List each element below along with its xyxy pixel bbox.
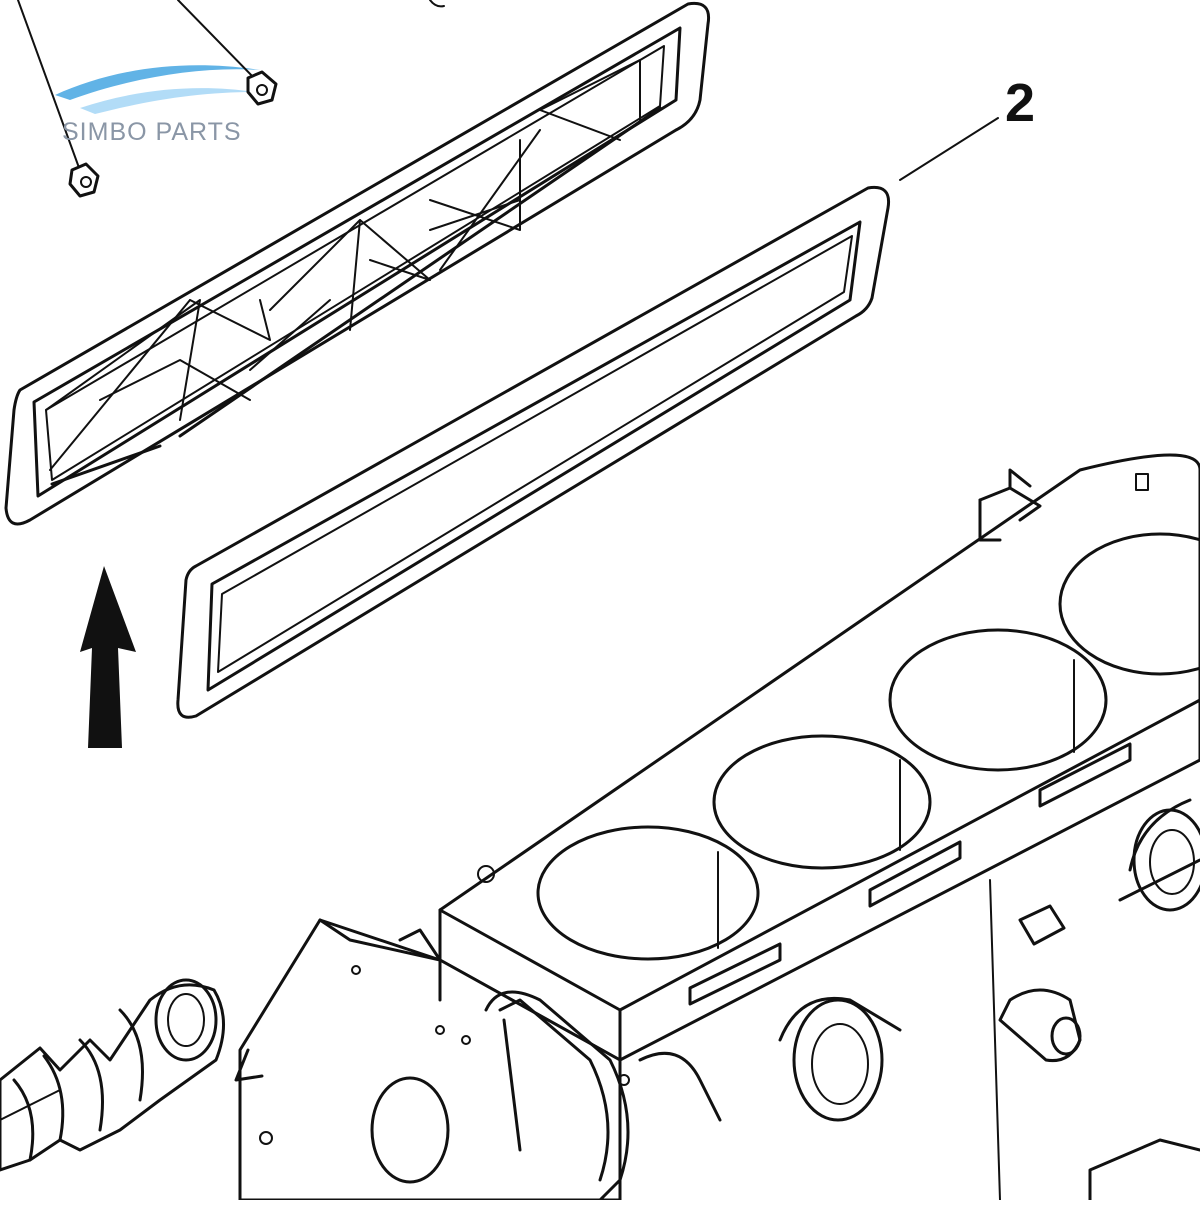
side-boss — [792, 998, 884, 1122]
intake-port-opening — [536, 825, 760, 961]
crankshaft — [0, 978, 226, 1172]
mounting-hole — [370, 1076, 450, 1184]
intake-port-opening — [1058, 532, 1200, 676]
screw-icon — [246, 70, 278, 106]
upward-arrow-icon — [80, 566, 136, 748]
callout-label-2: 2 — [1005, 73, 1036, 133]
gasket-part-2 — [176, 185, 891, 719]
side-boss — [1132, 808, 1200, 912]
watermark-text: SIMBO PARTS — [62, 118, 242, 146]
watermark-swoosh-icon — [55, 65, 260, 114]
intake-manifold-block — [234, 453, 1200, 1202]
reed-valve-plate — [4, 1, 711, 526]
intake-port-opening — [712, 734, 932, 870]
screw-fasteners — [17, 0, 445, 198]
screw-icon — [68, 162, 100, 198]
intake-port-opening — [888, 628, 1108, 772]
callout-leader-line — [899, 117, 999, 181]
